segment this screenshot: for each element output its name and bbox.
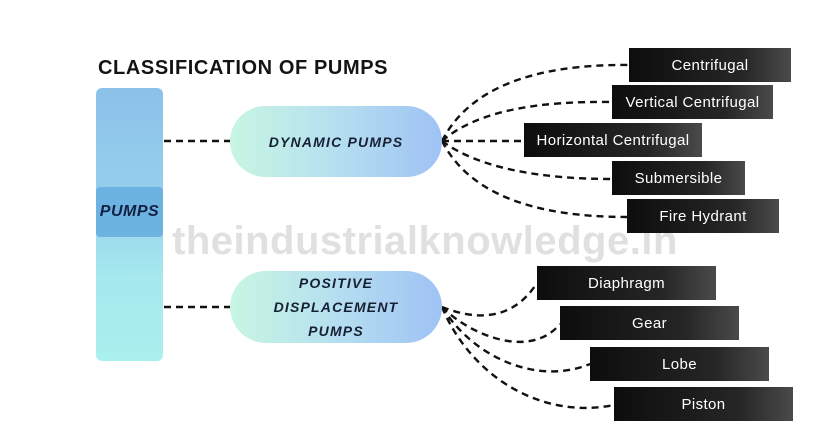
leaf-horizontal-centrifugal: Horizontal Centrifugal [524, 123, 702, 157]
leaf-gear: Gear [560, 306, 739, 340]
connector-fire-hydrant [440, 140, 628, 219]
leaf-label: Piston [681, 395, 726, 413]
connector-lobe [440, 306, 591, 373]
leaf-label: Centrifugal [671, 56, 749, 74]
watermark: theindustrialknowledge.in [172, 219, 678, 263]
leaf-label: Vertical Centrifugal [625, 93, 760, 111]
connector-piston [440, 306, 615, 410]
leaf-label: Lobe [662, 355, 697, 373]
leaf-submersible: Submersible [612, 161, 745, 195]
connector-vertical-centrifugal [441, 100, 613, 142]
connector-submersible [441, 140, 613, 181]
branch-dynamic-pumps: DYNAMIC PUMPS [230, 106, 442, 177]
branch-positive-displacement-pumps-label: POSITIVE DISPLACEMENT PUMPS [273, 275, 399, 339]
leaf-label: Diaphragm [588, 274, 665, 292]
leaf-label: Submersible [634, 169, 723, 187]
branch-dynamic-pumps-label: DYNAMIC PUMPS [268, 133, 404, 150]
leaf-label: Gear [632, 314, 667, 332]
branch-positive-displacement-pumps: POSITIVE DISPLACEMENT PUMPS [230, 271, 442, 343]
leaf-label: Fire Hydrant [659, 207, 747, 225]
connector-diaphragm [441, 282, 539, 317]
leaf-centrifugal: Centrifugal [629, 48, 791, 82]
leaf-piston: Piston [614, 387, 793, 421]
leaf-fire-hydrant: Fire Hydrant [627, 199, 779, 233]
leaf-diaphragm: Diaphragm [537, 266, 716, 300]
connector-centrifugal [440, 63, 630, 142]
root-node-label: PUMPS [99, 203, 160, 220]
leaf-vertical-centrifugal: Vertical Centrifugal [612, 85, 773, 119]
leaf-label: Horizontal Centrifugal [536, 131, 690, 149]
diagram-title: CLASSIFICATION OF PUMPS [98, 57, 389, 79]
root-node: PUMPS [96, 187, 163, 237]
connector-gear [441, 306, 561, 343]
leaf-lobe: Lobe [590, 347, 769, 381]
